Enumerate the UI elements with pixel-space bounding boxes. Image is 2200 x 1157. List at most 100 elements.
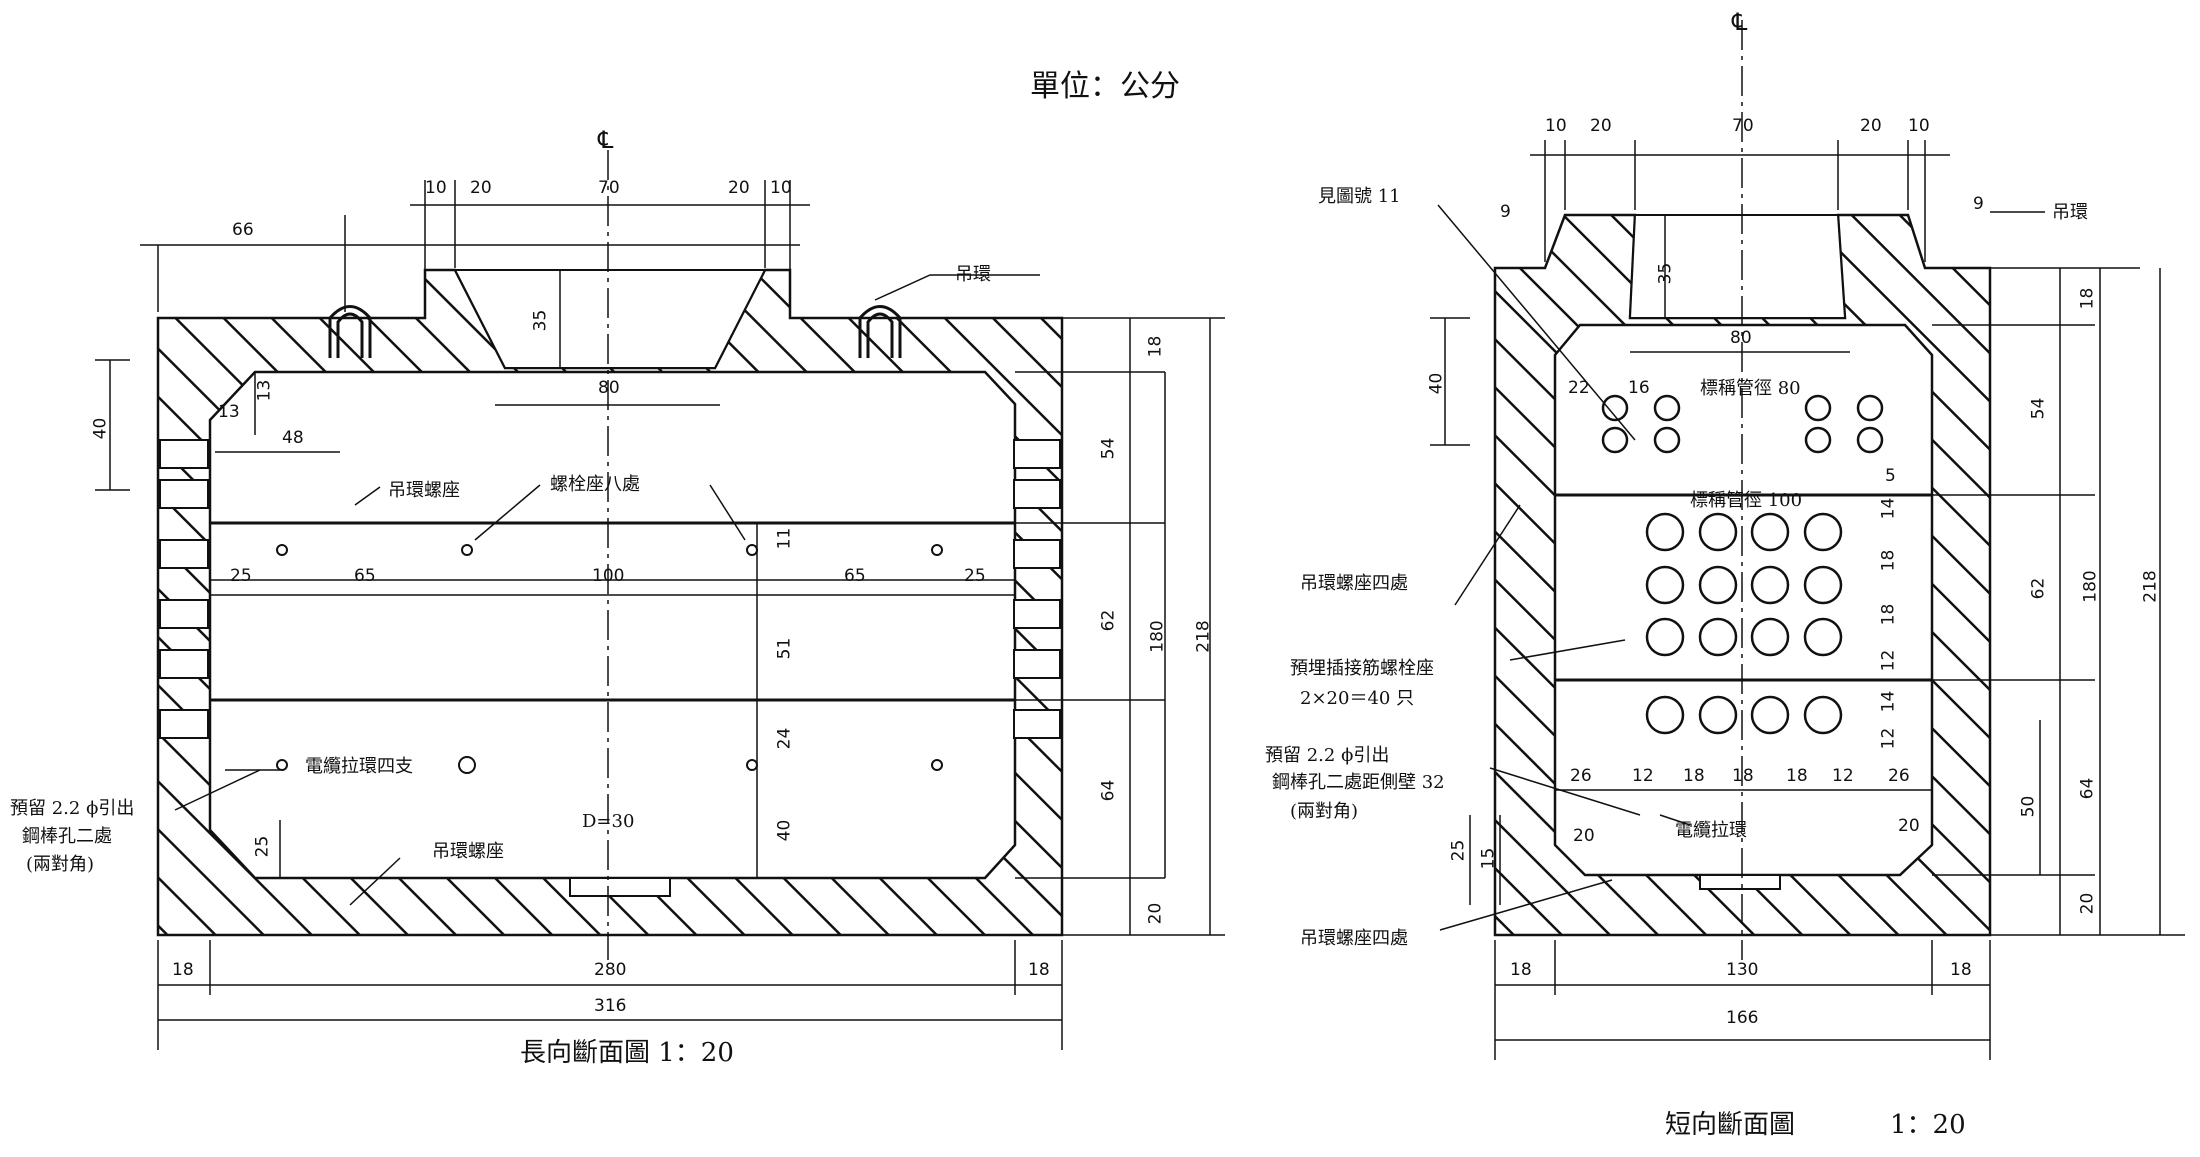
- long-dim-11: 11: [774, 527, 795, 550]
- long-dim-r64: 64: [1098, 779, 1119, 802]
- long-dim-25c: 25: [252, 835, 273, 858]
- short-dim-bot18b: 18: [1950, 960, 1972, 980]
- long-dim-66: 66: [232, 220, 254, 240]
- short-dim-b26a: 26: [1570, 766, 1592, 786]
- short-dim-b18c: 18: [1786, 766, 1808, 786]
- long-dim-48: 48: [282, 428, 304, 448]
- short-dim-25: 25: [1448, 839, 1469, 862]
- long-dim-35: 35: [530, 309, 551, 332]
- short-section-title: 短向斷面圖: [1665, 1110, 1796, 1140]
- long-note-socket-bottom: 吊環螺座: [432, 841, 504, 862]
- long-note-reserved-1: 預留 2.2 ϕ引出: [10, 798, 135, 819]
- short-dim-bot166: 166: [1726, 1008, 1759, 1028]
- long-dim-r62: 62: [1098, 609, 1119, 632]
- short-note-lifting-ring: 吊環: [2052, 202, 2088, 223]
- long-dim-b316: 316: [594, 996, 627, 1016]
- long-centerline-symbol: ℄: [598, 126, 614, 154]
- long-dim-r18: 18: [1145, 335, 1166, 358]
- short-dim-64: 64: [2077, 777, 2098, 800]
- long-dim-10-right: 10: [770, 178, 792, 198]
- short-note-nominal-100: 標稱管徑 100: [1690, 490, 1803, 511]
- unit-label: 單位：公分: [1030, 69, 1180, 104]
- long-note-sump: D=30: [582, 811, 635, 832]
- short-note-reserved-3: (兩對角): [1290, 801, 1359, 822]
- short-dim-b18a: 18: [1683, 766, 1705, 786]
- short-dim-b18b: 18: [1732, 766, 1754, 786]
- short-dim-12a: 12: [1878, 649, 1899, 672]
- long-dim-25a: 25: [230, 566, 252, 586]
- long-dim-40: 40: [90, 417, 111, 440]
- long-dim-10-left: 10: [425, 178, 447, 198]
- long-note-reserved-3: (兩對角): [26, 854, 95, 875]
- short-dim-14b: 14: [1878, 690, 1899, 713]
- short-dim-5: 5: [1885, 466, 1896, 486]
- short-dim-rr62: 62: [2028, 577, 2049, 600]
- long-dim-b18a: 18: [172, 960, 194, 980]
- short-dim-rr54: 54: [2028, 397, 2049, 420]
- long-dim-65b: 65: [844, 566, 866, 586]
- short-dim-b12b: 12: [1832, 766, 1854, 786]
- long-section-title: 長向斷面圖 1：20: [520, 1038, 734, 1068]
- short-dim-rr218: 218: [2140, 570, 2161, 603]
- short-dim-9-left: 9: [1500, 202, 1511, 222]
- long-dim-b18b: 18: [1028, 960, 1050, 980]
- short-dim-b26b: 26: [1888, 766, 1910, 786]
- long-note-lifting-ring: 吊環: [955, 264, 991, 285]
- long-section-drawing: [95, 150, 1225, 1050]
- long-lifting-ring-right: [858, 305, 902, 358]
- long-note-bolt-socket: 螺栓座八處: [550, 474, 640, 495]
- long-dim-24: 24: [774, 727, 795, 750]
- long-dim-r54: 54: [1098, 437, 1119, 460]
- long-dim-51: 51: [774, 637, 795, 660]
- long-dim-20-left: 20: [470, 178, 492, 198]
- long-dim-100: 100: [592, 566, 625, 586]
- short-dim-18b: 18: [1878, 603, 1899, 626]
- short-note-see-drawing: 見圖號 11: [1318, 186, 1401, 207]
- long-note-socket-top: 吊環螺座: [388, 480, 460, 501]
- short-note-socket-four-top: 吊環螺座四處: [1300, 573, 1408, 594]
- long-dim-13a: 13: [254, 379, 275, 402]
- short-dim-50: 50: [2018, 795, 2039, 818]
- short-dim-20-left: 20: [1590, 116, 1612, 136]
- short-dim-rr18: 18: [2077, 287, 2098, 310]
- long-dim-b280: 280: [594, 960, 627, 980]
- short-section-scale: 1：20: [1890, 1110, 1966, 1140]
- short-dim-rr20: 20: [2077, 892, 2098, 915]
- short-dim-18a: 18: [1878, 549, 1899, 572]
- short-dim-14a: 14: [1878, 497, 1899, 520]
- long-dim-20-right: 20: [728, 178, 750, 198]
- short-dim-rr180: 180: [2080, 570, 2101, 603]
- short-note-socket-four-bottom: 吊環螺座四處: [1300, 928, 1408, 949]
- long-dim-65a: 65: [354, 566, 376, 586]
- long-section-wall: [156, 268, 1064, 937]
- long-lifting-ring-left: [328, 305, 372, 358]
- short-note-embedded-1: 預埋插接筋螺栓座: [1290, 658, 1434, 679]
- short-note-nominal-80: 標稱管徑 80: [1700, 378, 1801, 399]
- long-dim-13b: 13: [218, 402, 240, 422]
- short-dim-22: 22: [1568, 378, 1590, 398]
- short-dim-20b: 20: [1898, 816, 1920, 836]
- short-dim-35: 35: [1655, 262, 1676, 285]
- short-dim-70: 70: [1732, 116, 1754, 136]
- short-dim-40: 40: [1426, 372, 1447, 395]
- long-dim-r180: 180: [1147, 620, 1168, 653]
- short-note-cable-ring: 電纜拉環: [1675, 820, 1747, 841]
- short-note-reserved-1: 預留 2.2 ϕ引出: [1265, 745, 1390, 766]
- short-dim-10-left: 10: [1545, 116, 1567, 136]
- short-dim-16: 16: [1628, 378, 1650, 398]
- short-dim-b12a: 12: [1632, 766, 1654, 786]
- long-top-opening: [453, 269, 767, 369]
- short-note-embedded-2: 2×20＝40 只: [1300, 688, 1415, 709]
- short-dim-9-right: 9: [1973, 194, 1984, 214]
- short-dim-80: 80: [1730, 328, 1752, 348]
- short-dim-10-right: 10: [1908, 116, 1930, 136]
- short-dim-12b: 12: [1878, 727, 1899, 750]
- long-dim-40b: 40: [774, 819, 795, 842]
- long-note-cable-ring: 電纜拉環四支: [305, 756, 413, 777]
- long-dim-r20: 20: [1145, 902, 1166, 925]
- short-dim-20-right: 20: [1860, 116, 1882, 136]
- short-centerline-symbol: ℄: [1732, 8, 1748, 36]
- short-dim-20a: 20: [1573, 826, 1595, 846]
- short-dim-bot130: 130: [1726, 960, 1759, 980]
